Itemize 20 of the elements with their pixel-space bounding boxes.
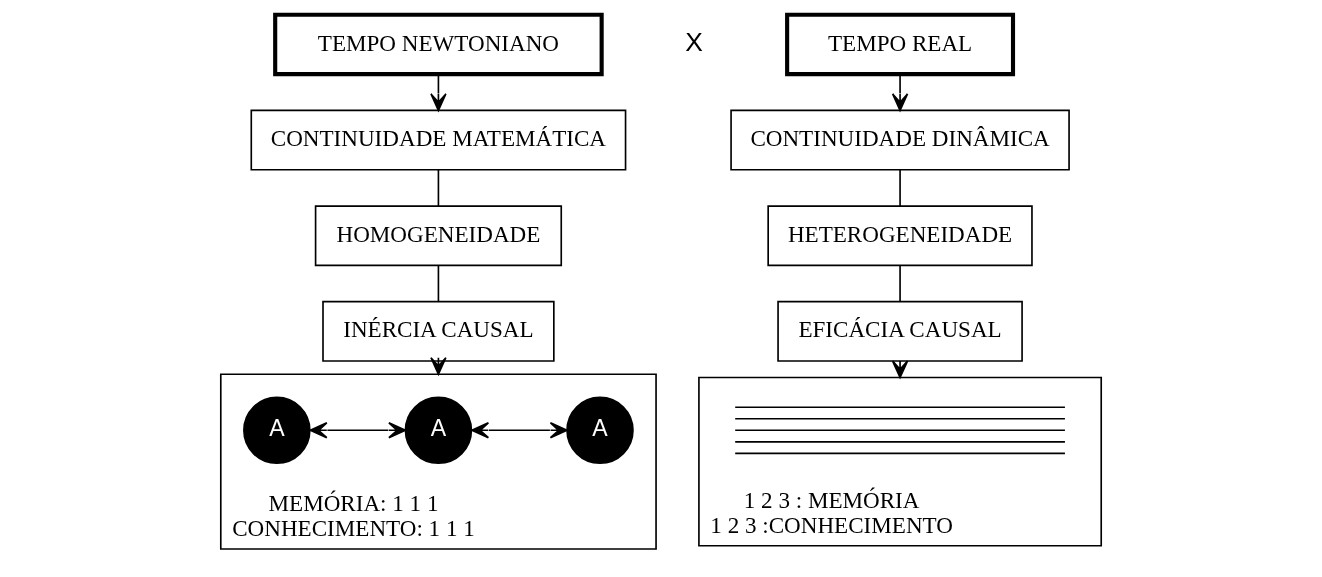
node-box: CONTINUIDADE DINÂMICA bbox=[730, 109, 1070, 171]
node-box: CONTINUIDADE MATEMÁTICA bbox=[250, 109, 627, 171]
node-box: HETEROGENEIDADE bbox=[767, 205, 1033, 267]
label: X bbox=[685, 26, 703, 57]
arrow bbox=[891, 73, 909, 112]
node-circle: A bbox=[243, 396, 311, 465]
cluster: 1 2 3 : MEMÓRIA 1 2 3 :CONHECIMENTO bbox=[698, 376, 1103, 547]
node-circle: A bbox=[404, 396, 473, 465]
connector bbox=[437, 264, 440, 303]
arrow bbox=[309, 422, 407, 439]
node-circle: A bbox=[566, 396, 634, 465]
arrow bbox=[430, 356, 447, 376]
node-box: TEMPO NEWTONIANO bbox=[273, 12, 604, 77]
node-box: TEMPO REAL bbox=[785, 12, 1016, 77]
arrow bbox=[471, 422, 568, 439]
arrow bbox=[430, 73, 447, 112]
connector bbox=[899, 264, 901, 303]
connector bbox=[437, 169, 440, 207]
connector bbox=[899, 169, 901, 207]
node-box: HOMOGENEIDADE bbox=[314, 205, 563, 267]
